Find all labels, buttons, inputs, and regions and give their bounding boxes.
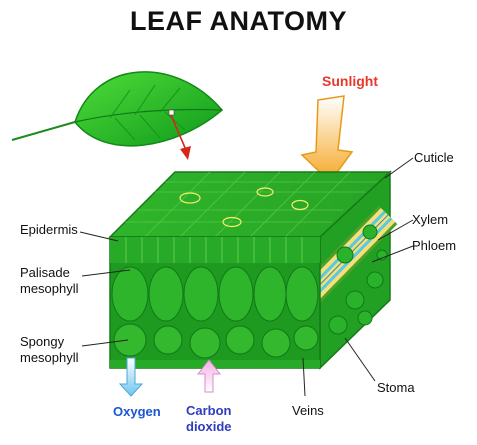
phloem-label: Phloem <box>412 238 457 253</box>
spongy-label-line2: mesophyll <box>20 350 79 365</box>
epidermis-label: Epidermis <box>20 222 78 237</box>
veins-label: Veins <box>292 403 324 418</box>
leaf-cross-section-block <box>108 170 398 370</box>
sunlight-label: Sunlight <box>322 73 378 89</box>
xylem-label: Xylem <box>412 212 449 227</box>
oxygen-label: Oxygen <box>113 404 161 419</box>
palisade-label-line1: Palisade <box>20 265 70 280</box>
leaf-illustration <box>11 71 224 160</box>
palisade-label-line2: mesophyll <box>20 281 79 296</box>
carbon-label-line1: Carbon <box>186 403 232 418</box>
page-title: LEAF ANATOMY <box>130 6 347 36</box>
oxygen-arrow <box>118 357 144 397</box>
spongy-label-line1: Spongy <box>20 334 65 349</box>
stoma-label: Stoma <box>377 380 415 395</box>
carbon-dioxide-arrow <box>196 359 222 393</box>
leader-lines <box>79 157 414 397</box>
carbon-label-line2: dioxide <box>186 419 232 434</box>
sunlight-arrow <box>300 95 354 184</box>
cuticle-label: Cuticle <box>414 150 454 165</box>
